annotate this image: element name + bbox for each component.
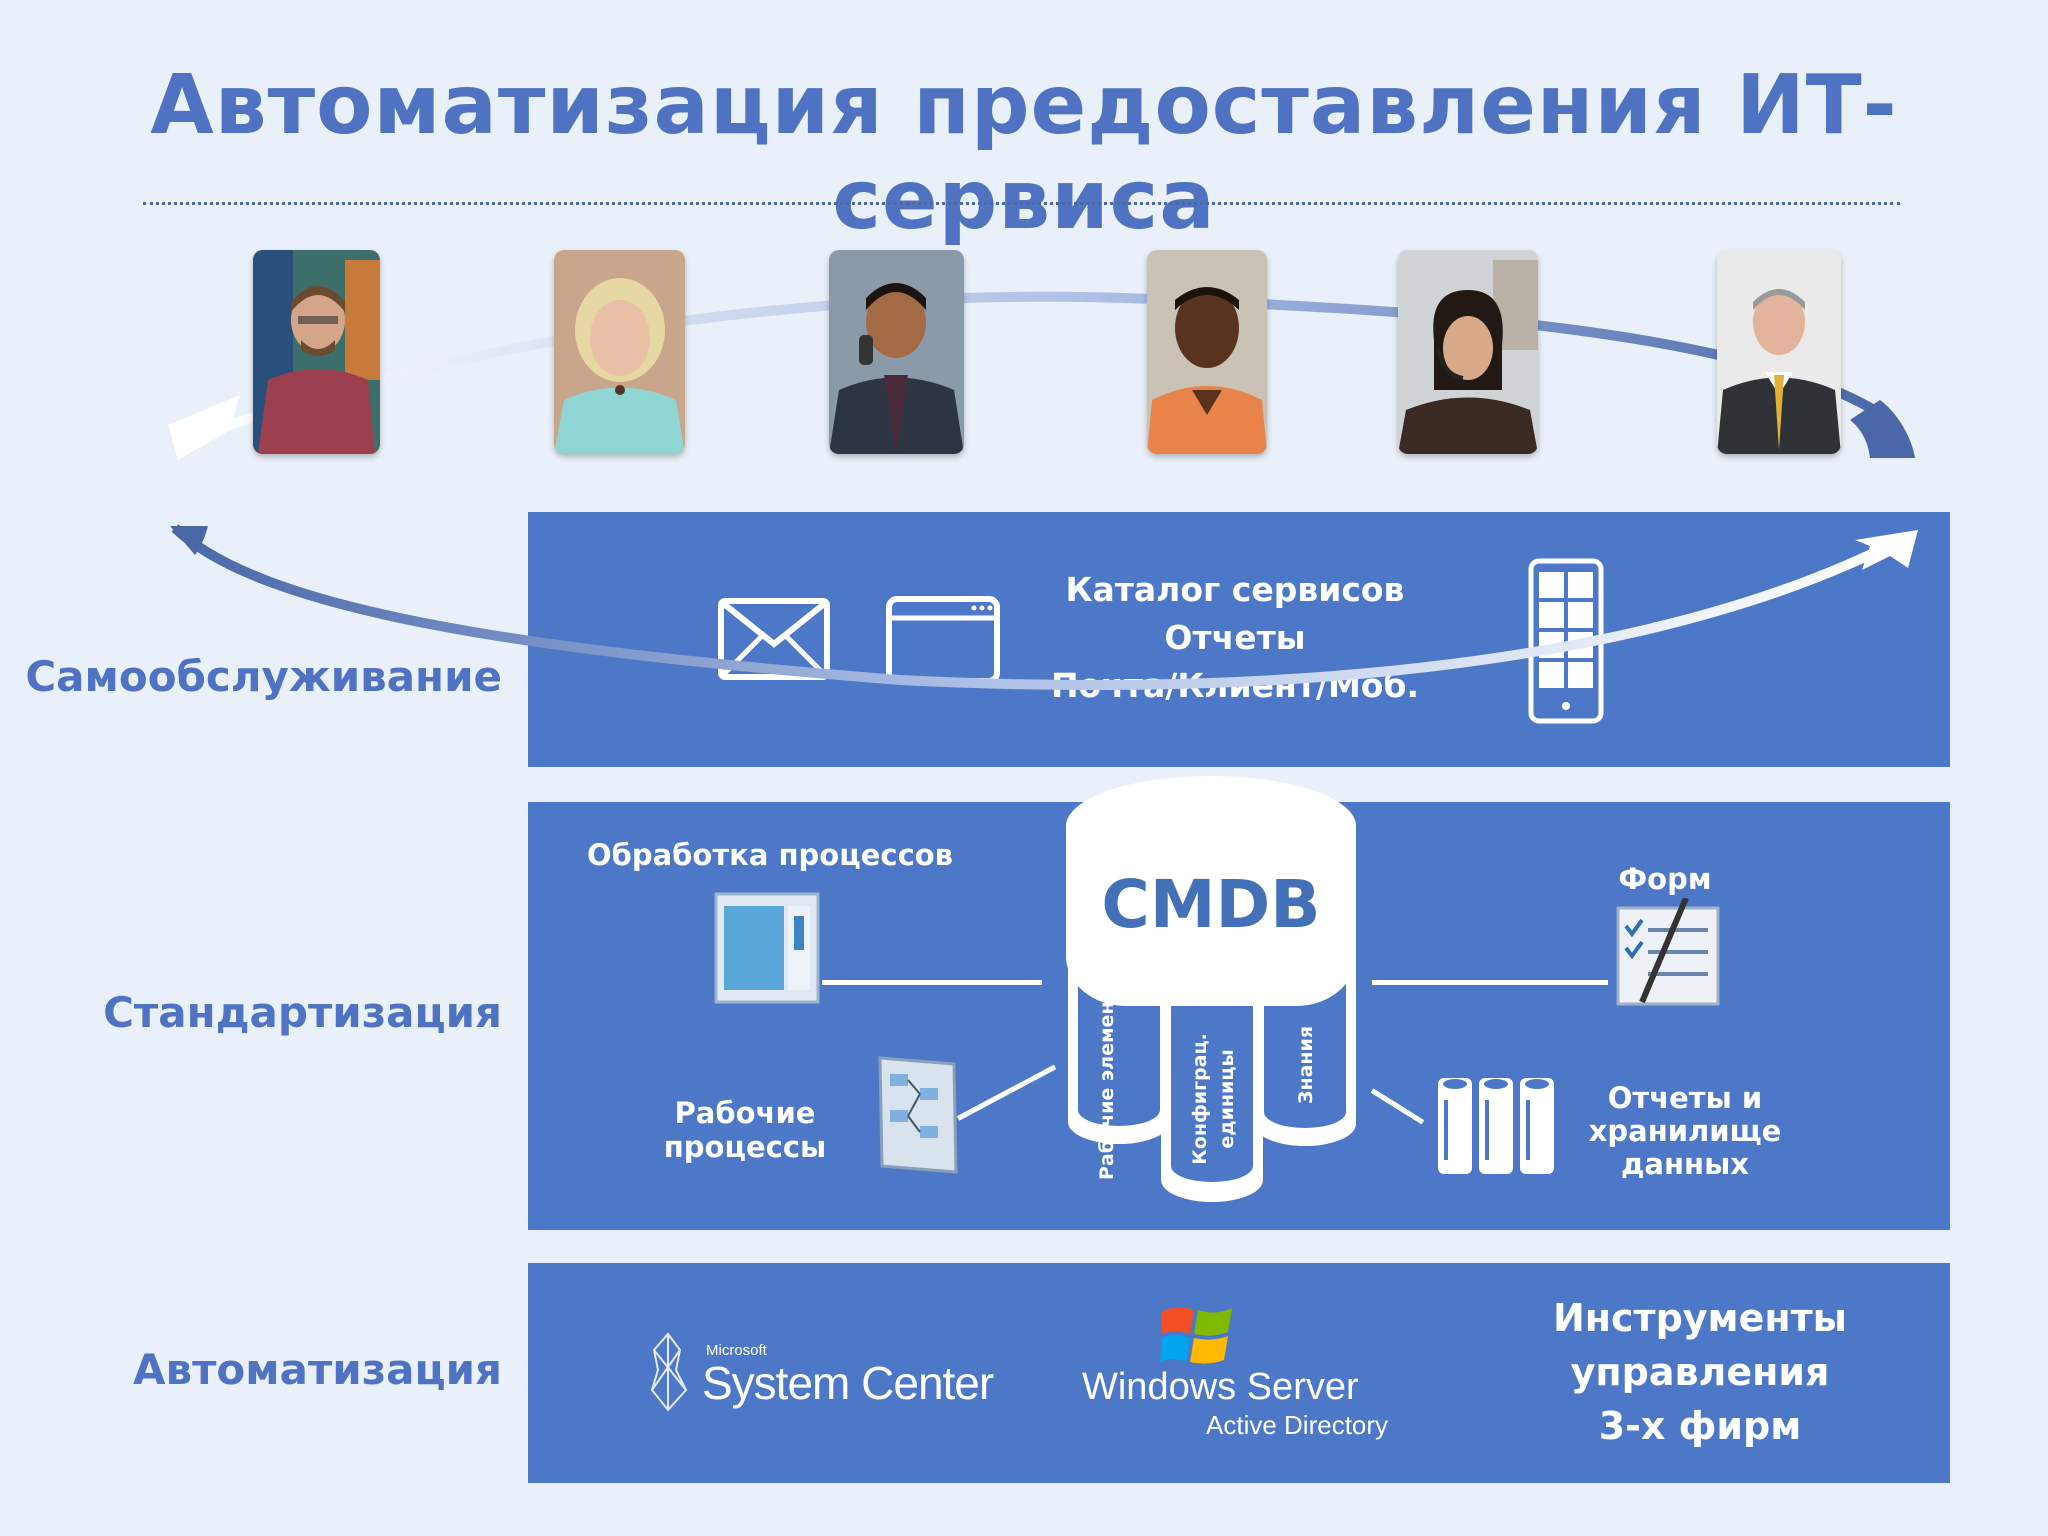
process-connector-line: [822, 980, 1042, 985]
title-divider: [143, 202, 1900, 205]
forms-connector-line: [1372, 980, 1608, 985]
third-party-label-1: Инструменты: [1552, 1296, 1848, 1340]
cmdb-column-knowledge-label: Знания: [1295, 1025, 1317, 1105]
row-label-self-service: Самообслуживание: [25, 652, 502, 701]
person-photo-3: [829, 250, 964, 454]
reports-label-1: Отчеты и: [1607, 1081, 1763, 1115]
lower-arc-arrow: [170, 524, 1918, 690]
reports-label-2: хранилище: [1588, 1114, 1782, 1148]
page-title: Автоматизация предоставления ИТ-сервиса: [150, 58, 1898, 248]
workflow-icon: [878, 1056, 958, 1174]
reports-label-3: данных: [1621, 1147, 1749, 1181]
workflows-label-1: Рабочие: [674, 1096, 816, 1130]
person-photo-5: [1398, 250, 1538, 454]
third-party-label-2: управления: [1570, 1350, 1830, 1394]
upper-arc-arrow: [168, 291, 1915, 460]
person-photo-4: [1147, 250, 1267, 454]
system-center-title: System Center: [702, 1357, 994, 1409]
person-photo-6: [1717, 250, 1841, 454]
workflows-label-2: процессы: [663, 1130, 827, 1164]
system-center-small: Microsoft: [706, 1342, 767, 1359]
windows-logo: [1160, 1307, 1232, 1364]
process-window-icon: [714, 892, 820, 1004]
automation-band: [528, 1263, 1950, 1483]
cmdb-database: CMDB: [1066, 776, 1356, 1226]
form-icon: [1616, 898, 1720, 1006]
windows-server-subtitle: Active Directory: [1206, 1410, 1389, 1440]
system-center-logo: [650, 1332, 688, 1412]
windows-server-title: Windows Server: [1082, 1366, 1359, 1408]
person-photo-2: [554, 250, 685, 454]
forms-label: Форм: [1618, 862, 1712, 896]
cmdb-column-work-items-label: Рабочие элементы: [1096, 973, 1118, 1180]
row-label-standardization: Стандартизация: [103, 988, 502, 1037]
process-handling-label: Обработка процессов: [586, 838, 954, 872]
row-label-automation: Автоматизация: [133, 1345, 502, 1394]
database-icon: [1438, 1078, 1554, 1174]
cmdb-label: CMDB: [1101, 866, 1321, 943]
cmdb-column-ci-label-2: единицы: [1216, 1049, 1238, 1149]
self-service-text-catalog: Каталог сервисов: [1065, 570, 1405, 609]
cmdb-top: [1066, 776, 1356, 1006]
person-photo-1: [253, 250, 380, 454]
self-service-text-reports: Отчеты: [1164, 618, 1306, 657]
cmdb-column-ci-label-1: Конфиграц.: [1189, 1033, 1211, 1165]
third-party-label-3: 3-х фирм: [1598, 1404, 1802, 1448]
